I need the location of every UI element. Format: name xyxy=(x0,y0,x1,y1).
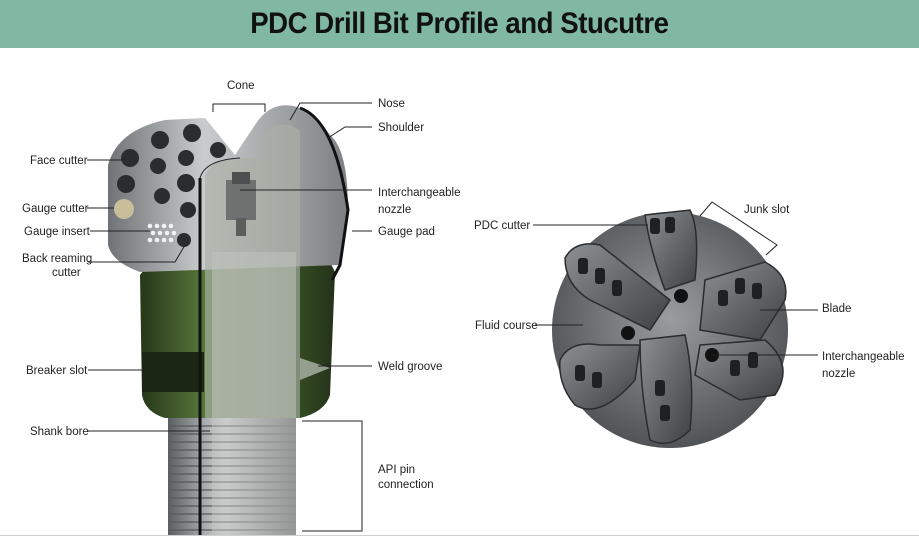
weld-groove-shape xyxy=(300,358,330,380)
label-blade: Blade xyxy=(822,303,851,315)
gauge-cutter-shape xyxy=(114,199,134,219)
label-interchangeable-nozzle-2: nozzle xyxy=(378,204,411,216)
label-face-cutter: Face cutter xyxy=(30,155,88,167)
page-title: PDC Drill Bit Profile and Stucutre xyxy=(250,7,669,40)
label-gauge-cutter: Gauge cutter xyxy=(22,203,89,215)
left-labels: Cone Nose Shoulder Face cutter Interchan… xyxy=(22,80,460,491)
label-pdc-cutter: PDC cutter xyxy=(474,220,530,232)
face-cutters xyxy=(117,124,226,247)
pdc-bit-face-view xyxy=(552,209,788,448)
pdc-bit-profile xyxy=(108,105,350,536)
label-shoulder: Shoulder xyxy=(378,122,424,134)
label-api-pin-2: connection xyxy=(378,479,434,491)
label-interchangeable-nozzle-1: Interchangeable xyxy=(378,187,460,199)
right-labels: PDC cutter Junk slot Blade Fluid course … xyxy=(474,204,904,380)
label-nose: Nose xyxy=(378,98,405,110)
label-breaker-slot: Breaker slot xyxy=(26,365,88,377)
label-cone: Cone xyxy=(227,80,255,92)
right-leader-lines xyxy=(533,201,818,356)
shank-bore-shape xyxy=(212,252,296,536)
label-right-interchangeable-nozzle-1: Interchangeable xyxy=(822,351,904,363)
label-weld-groove: Weld groove xyxy=(378,361,442,373)
label-junk-slot: Junk slot xyxy=(744,204,790,216)
label-back-reaming-2: cutter xyxy=(52,267,81,279)
title-bar: PDC Drill Bit Profile and Stucutre xyxy=(0,0,919,48)
label-api-pin-1: API pin xyxy=(378,464,415,476)
label-fluid-course: Fluid course xyxy=(475,320,538,332)
label-right-interchangeable-nozzle-2: nozzle xyxy=(822,368,855,380)
label-gauge-pad: Gauge pad xyxy=(378,226,435,238)
label-gauge-insert: Gauge insert xyxy=(24,226,91,238)
left-leader-lines xyxy=(87,102,372,532)
label-shank-bore: Shank bore xyxy=(30,426,89,438)
bottom-divider xyxy=(0,535,919,536)
label-back-reaming-1: Back reaming xyxy=(22,253,92,265)
breaker-slot-shape xyxy=(142,352,204,392)
gauge-insert-shape xyxy=(147,223,177,243)
pdc-cutters xyxy=(575,217,762,421)
nozzle-shape xyxy=(226,172,256,236)
